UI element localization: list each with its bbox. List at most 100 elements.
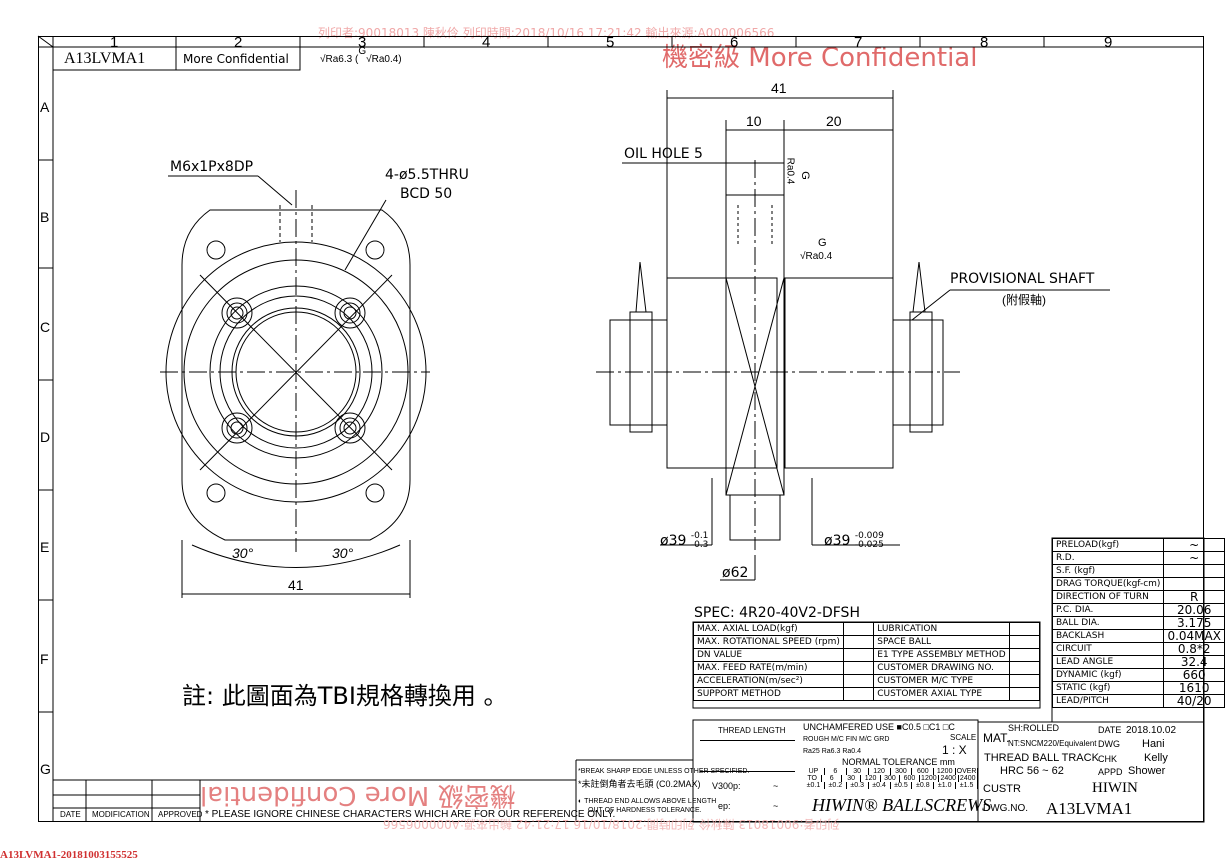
param-value: 3.175 [1163,616,1225,630]
side-overall-dim: 41 [771,80,787,96]
paren-open: ( [354,54,359,65]
dia-flange: ø62 [722,565,749,581]
dia-left-tol-up: -0.1 [690,531,709,541]
spec-value [1008,622,1041,636]
chk-label: CHK [1098,754,1118,764]
spec-row: MAX. ROTATIONAL SPEED (rpm)SPACE BALL [693,635,1041,649]
dia-right-tol-low: -0.025 [854,540,884,550]
param-label: R.D. [1051,551,1165,565]
param-row: R.D.~ [1051,551,1225,565]
break-edge-cn: *未註倒角者去毛頭 (C0.2MAX) [578,779,701,789]
dia-right-value: ø39 [824,533,851,549]
provisional-shaft: PROVISIONAL SHAFT [950,271,1095,287]
hrc: HRC 56 ~ 62 [1000,765,1064,777]
tolerance-cell: 600 [912,768,935,775]
thread-length-label: THREAD LENGTH [718,726,786,735]
column-label: 9 [1104,34,1113,51]
rough-mc: ROUGH M/C [803,736,844,743]
watermark-bottom-line-mirror: 列印者:90018013 陳秋伶 列印時間:2018/10/16 17:21:4… [383,817,840,831]
tolerance-cell: ±0.5 [891,782,913,789]
param-label: CIRCUIT [1051,642,1165,656]
param-row: PRELOAD(kgf)~ [1051,538,1225,552]
tolerance-cell: 600 [900,775,920,782]
roughness-mid-value: Ra0.4 [805,251,833,262]
v300p-value: ~ [773,781,779,791]
thread-end-note: ◐ THREAD END ALLOWS ABOVE LENGTH OUT OF … [578,797,716,815]
row-label: C [40,319,51,335]
side-dim-20: 20 [826,113,842,129]
param-value: ~ [1163,551,1225,565]
appd-label: APPD [1098,767,1123,777]
param-label: BACKLASH [1051,629,1165,643]
dwgno-label: DWG.NO. [983,803,1028,814]
ra63: Ra6.3 [821,748,841,755]
brand: HIWIN® BALLSCREWS [812,795,992,815]
param-value: 20.06 [1163,603,1225,617]
spec-row: MAX. AXIAL LOAD(kgf)LUBRICATION [693,622,1041,636]
param-row: STATIC (kgf)1610 [1051,681,1225,695]
ep-label: ep: [718,801,731,811]
spec-value [842,648,875,662]
angle-left: 30° [232,545,254,561]
tolerance-cell: 30 [847,768,869,775]
dwg-label: DWG [1098,739,1120,749]
front-width-dim: 41 [288,577,304,593]
roughness-check-icon: √ [320,54,326,65]
note-cn: 註: 此圖面為TBI規格轉換用 。 [182,682,508,710]
ep-value: ~ [773,801,779,811]
roughness-check-icon: √ [366,54,372,65]
spec-label: MAX. AXIAL LOAD(kgf) [693,622,844,636]
side-view [596,90,1110,581]
tolerance-cell: TO [803,775,823,782]
thread-end-icon: ◐ [578,798,583,805]
dwgno-value: A13LVMA1 [1046,799,1133,818]
appd-value: Shower [1128,765,1166,777]
row-label: G [40,761,51,777]
spec-label: SPACE BALL [873,635,1010,649]
hole-note-2: BCD 50 [400,186,453,202]
tolerance-cell: 300 [881,775,901,782]
column-label: 6 [730,34,739,51]
spec-label: DN VALUE [693,648,844,662]
roughness-mid: √Ra0.4 [800,252,832,262]
header-dwg-code: A13LVMA1 [64,50,146,67]
dia-left: ø39 -0.1 -0.3 [660,532,708,550]
machining-labels: ROUGH M/C FIN M/C GRD [803,736,889,743]
dia-left-tol-low: -0.3 [690,540,709,550]
param-value [1163,564,1225,578]
tolerance-cell: 6 [825,768,847,775]
watermark-confidential: 機密級 More Confidential [662,43,978,73]
date-value: 2018.10.02 [1126,725,1177,736]
spec-label: SUPPORT METHOD [693,687,844,701]
param-row: S.F. (kgf) [1051,564,1225,578]
param-value: 0.04MAX [1163,629,1225,643]
ra25: Ra25 [803,748,820,755]
tolerance-cell: OVER [956,768,978,775]
param-value: 40/20 [1163,694,1225,708]
spec-value [842,687,875,701]
param-value: ~ [1163,538,1225,552]
thread-end-1: THREAD END ALLOWS ABOVE LENGTH [584,798,717,805]
hole-note-1: 4-ø5.5THRU [385,167,469,183]
tolerance-cell: 2400 [959,775,978,782]
unchamfered-text: UNCHAMFERED USE [803,722,895,732]
param-value: 32.4 [1163,655,1225,669]
column-label: 7 [854,34,863,51]
tolerance-cell: ±0.8 [912,782,935,789]
param-label: DRAG TORQUE(kgf-cm) [1051,577,1165,591]
spec-value [1008,674,1041,688]
roughness-mid-g: G [818,237,827,249]
unchamfered-label: UNCHAMFERED USE ■C0.5 □C1 □C [803,723,955,732]
dia-right: ø39 -0.009 -0.025 [824,532,884,550]
column-label: 8 [980,34,989,51]
front-view [160,175,430,598]
dia-left-value: ø39 [660,533,687,549]
spec-value [1008,635,1041,649]
provisional-shaft-cn: (附假軸) [1002,293,1046,307]
